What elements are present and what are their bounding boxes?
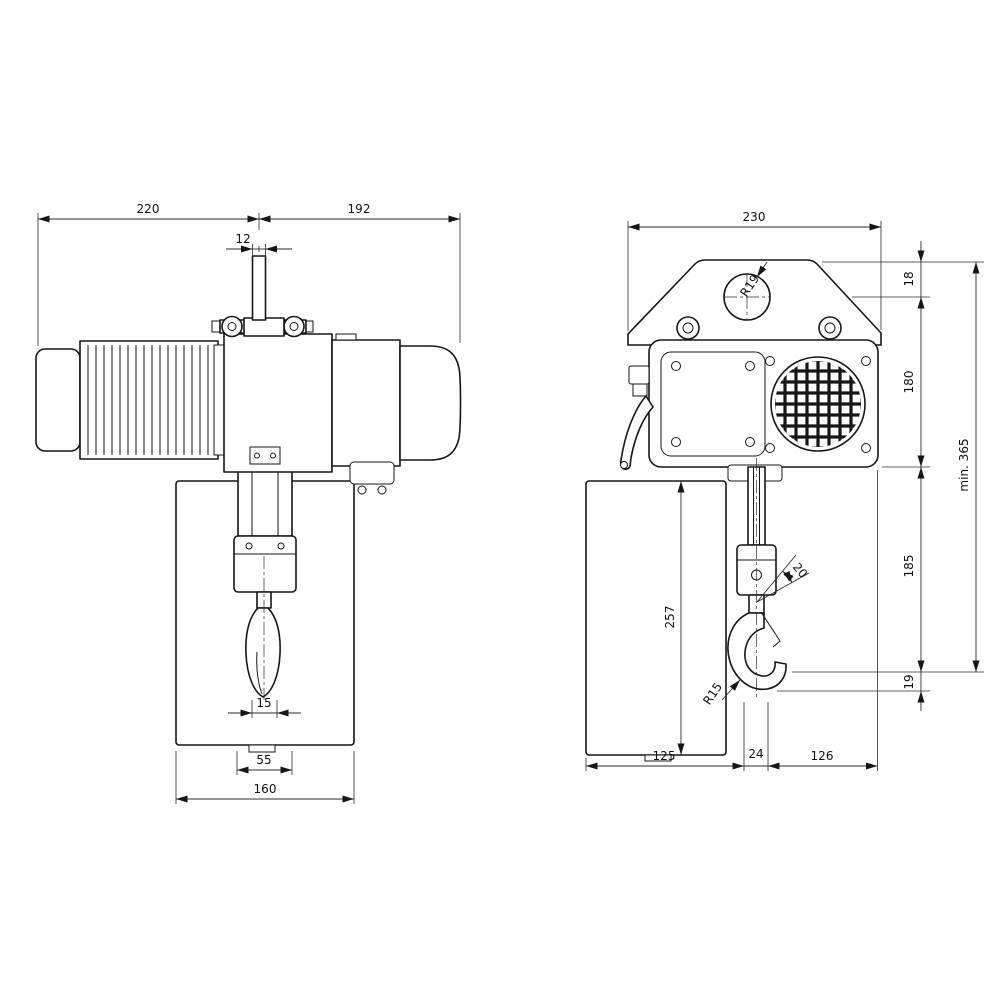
dim-160-label: 160: [254, 782, 277, 796]
dim-230-label: 230: [743, 210, 766, 224]
pendant-connector: [349, 461, 395, 485]
name-plate: [249, 446, 281, 465]
hook-assembly-side: [233, 467, 297, 698]
dim-257-label: 257: [663, 606, 677, 629]
chain-container-front: [585, 480, 727, 762]
dim-20-label: 20: [790, 560, 811, 581]
motor-fins: [87, 345, 209, 455]
dim-125-label: 125: [653, 749, 676, 763]
hook-assembly-front: [727, 466, 787, 691]
suspension-bar: [251, 255, 267, 321]
hook-front: [727, 612, 787, 691]
motor: [35, 340, 227, 460]
dim-220-label: 220: [137, 202, 160, 216]
dim-55-label: 55: [256, 753, 271, 767]
dim-19-label: 19: [902, 674, 916, 689]
gear-cover-panel: [660, 351, 766, 457]
release-lever: [619, 395, 654, 470]
hoist-body-side: [223, 333, 462, 495]
dim-min365-label: min. 365: [957, 438, 971, 491]
brake-cover: [399, 345, 462, 461]
dim-18-label: 18: [902, 271, 916, 286]
dim-15-label: 15: [256, 696, 271, 710]
safety-latch: [760, 611, 781, 648]
dimensions-left-view: 220 192 12 15 55 160: [37, 202, 461, 804]
dim-180-label: 180: [902, 371, 916, 394]
hoist-body-front: [619, 339, 879, 482]
dim-192-label: 192: [348, 202, 371, 216]
dim-24-label: 24: [748, 747, 763, 761]
fan-grille-grid: [775, 361, 861, 447]
limit-stop-block: [628, 365, 650, 385]
right-view: 230 R19 18 180 185 19 min. 365: [585, 210, 984, 771]
suspension-bracket-front: [627, 259, 882, 346]
dim-12-label: 12: [235, 232, 250, 246]
dim-126-label: 126: [811, 749, 834, 763]
suspension-bracket-side: [211, 255, 314, 338]
hook-side: [245, 607, 281, 698]
left-view: 220 192 12 15 55 160: [35, 202, 462, 804]
dim-185-label: 185: [902, 555, 916, 578]
